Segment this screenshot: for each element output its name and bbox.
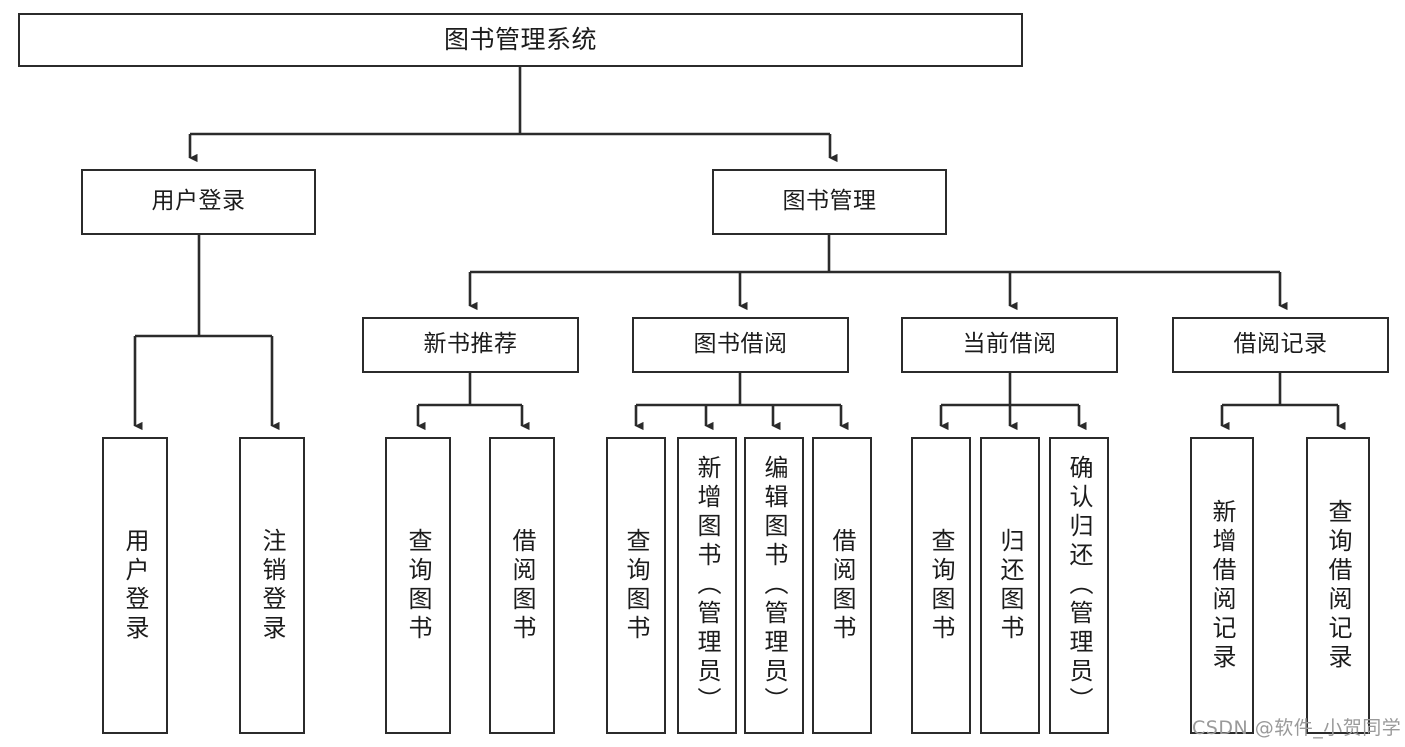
leaf-user-login-login-label: 用户登录 xyxy=(121,527,149,644)
node-borrow-record-label: 借阅记录 xyxy=(1233,331,1328,358)
leaf-book-borrow-query[interactable]: 查询图书 xyxy=(606,437,666,734)
leaf-current-borrow-return[interactable]: 归还图书 xyxy=(980,437,1040,734)
leaf-current-borrow-confirm[interactable]: 确认归还（管理员） xyxy=(1049,437,1109,734)
node-current-borrow[interactable]: 当前借阅 xyxy=(901,317,1118,373)
leaf-current-borrow-query-label: 查询图书 xyxy=(927,527,955,644)
node-user-login-label: 用户登录 xyxy=(151,188,246,215)
node-new-book-recommend[interactable]: 新书推荐 xyxy=(362,317,579,373)
leaf-new-book-borrow[interactable]: 借阅图书 xyxy=(489,437,555,734)
leaf-borrow-record-add[interactable]: 新增借阅记录 xyxy=(1190,437,1254,734)
node-book-management-label: 图书管理 xyxy=(782,188,877,215)
leaf-user-login-logout-label: 注销登录 xyxy=(258,527,286,644)
node-new-book-recommend-label: 新书推荐 xyxy=(423,331,518,358)
leaf-current-borrow-return-label: 归还图书 xyxy=(996,527,1024,644)
leaf-user-login-logout[interactable]: 注销登录 xyxy=(239,437,305,734)
leaf-current-borrow-confirm-label: 确认归还（管理员） xyxy=(1065,455,1093,716)
leaf-borrow-record-query[interactable]: 查询借阅记录 xyxy=(1306,437,1370,734)
leaf-user-login-login[interactable]: 用户登录 xyxy=(102,437,168,734)
leaf-new-book-query[interactable]: 查询图书 xyxy=(385,437,451,734)
leaf-current-borrow-query[interactable]: 查询图书 xyxy=(911,437,971,734)
leaf-book-borrow-borrow-label: 借阅图书 xyxy=(828,527,856,644)
leaf-borrow-record-query-label: 查询借阅记录 xyxy=(1324,498,1352,673)
node-root-system-label: 图书管理系统 xyxy=(443,25,597,54)
node-book-management[interactable]: 图书管理 xyxy=(712,169,947,235)
leaf-book-borrow-add[interactable]: 新增图书（管理员） xyxy=(677,437,737,734)
edges xyxy=(133,67,1346,431)
leaf-book-borrow-query-label: 查询图书 xyxy=(622,527,650,644)
leaf-book-borrow-add-label: 新增图书（管理员） xyxy=(693,455,721,716)
node-book-borrow-label: 图书借阅 xyxy=(693,331,788,358)
leaf-book-borrow-edit[interactable]: 编辑图书（管理员） xyxy=(744,437,804,734)
node-user-login[interactable]: 用户登录 xyxy=(81,169,316,235)
leaf-book-borrow-borrow[interactable]: 借阅图书 xyxy=(812,437,872,734)
node-borrow-record[interactable]: 借阅记录 xyxy=(1172,317,1389,373)
leaf-borrow-record-add-label: 新增借阅记录 xyxy=(1208,498,1236,673)
leaf-book-borrow-edit-label: 编辑图书（管理员） xyxy=(760,455,788,716)
node-book-borrow[interactable]: 图书借阅 xyxy=(632,317,849,373)
node-current-borrow-label: 当前借阅 xyxy=(962,331,1057,358)
leaf-new-book-query-label: 查询图书 xyxy=(404,527,432,644)
node-root-system[interactable]: 图书管理系统 xyxy=(18,13,1023,67)
leaf-new-book-borrow-label: 借阅图书 xyxy=(508,527,536,644)
